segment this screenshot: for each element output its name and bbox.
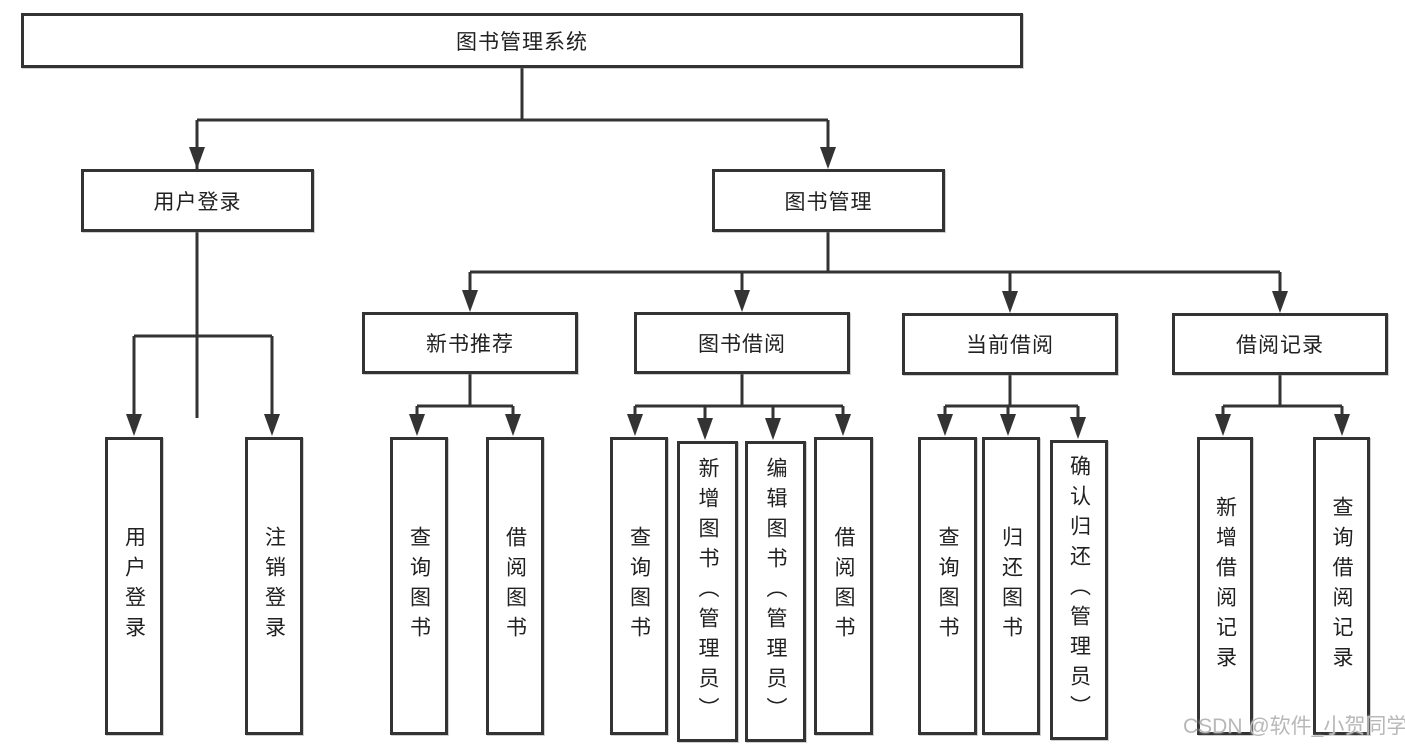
- node-label: 确认归还（管理员）: [1067, 455, 1091, 725]
- node-label: 借阅记录: [1236, 334, 1324, 357]
- connector-new-book-to-leaves: [409, 374, 521, 436]
- node-label: 图书管理: [784, 190, 873, 214]
- connector-book-borrow-to-leaves: [627, 374, 851, 440]
- node-label: 查询图书: [407, 526, 431, 646]
- leaf-add-book-admin: 新增图书（管理员）: [677, 441, 738, 742]
- node-label: 借阅图书: [503, 526, 527, 646]
- node-current-borrow: 当前借阅: [902, 313, 1118, 375]
- leaf-query-books-borrow: 查询图书: [610, 437, 668, 735]
- node-label: 查询图书: [936, 526, 959, 646]
- csdn-watermark: CSDN @软件_小贺同学: [1183, 715, 1405, 738]
- node-library-system: 图书管理系统: [21, 13, 1023, 68]
- node-label: 当前借阅: [966, 334, 1054, 357]
- node-label: 查询图书: [627, 526, 651, 646]
- connector-book-management-to-level3: [462, 232, 1288, 313]
- leaf-add-borrow-record: 新增借阅记录: [1197, 437, 1253, 735]
- leaf-query-books-current: 查询图书: [918, 437, 977, 735]
- connector-root-to-level2: [189, 68, 836, 418]
- node-label: 新增借阅记录: [1213, 496, 1237, 676]
- leaf-query-books-recommend: 查询图书: [390, 437, 448, 735]
- node-label: 借阅图书: [832, 526, 855, 646]
- node-book-management: 图书管理: [712, 169, 945, 232]
- node-book-borrow: 图书借阅: [634, 312, 850, 374]
- node-borrow-records: 借阅记录: [1172, 313, 1388, 375]
- leaf-borrow-books: 借阅图书: [814, 437, 873, 735]
- node-label: 用户登录: [153, 190, 242, 214]
- leaf-logout: 注销登录: [245, 437, 303, 735]
- node-label: 归还图书: [999, 526, 1023, 646]
- node-label: 用户登录: [122, 526, 146, 646]
- node-label: 注销登录: [262, 526, 286, 646]
- leaf-user-login: 用户登录: [105, 437, 163, 735]
- node-label: 编辑图书（管理员）: [764, 456, 787, 727]
- leaf-confirm-return-admin: 确认归还（管理员）: [1050, 440, 1108, 740]
- node-user-login: 用户登录: [81, 169, 314, 232]
- node-new-book-recommend: 新书推荐: [362, 312, 578, 374]
- node-label: 图书管理系统: [456, 30, 588, 54]
- connector-user-login-to-leaves: [126, 232, 280, 436]
- leaf-return-book: 归还图书: [982, 437, 1040, 735]
- connector-borrow-records-to-leaves: [1215, 375, 1350, 436]
- connector-current-borrow-to-leaves: [937, 375, 1086, 439]
- node-label: 图书借阅: [698, 333, 786, 356]
- node-label: 查询借阅记录: [1330, 496, 1353, 676]
- leaf-borrow-books-recommend: 借阅图书: [486, 437, 544, 735]
- leaf-query-borrow-record: 查询借阅记录: [1313, 437, 1370, 735]
- leaf-edit-book-admin: 编辑图书（管理员）: [745, 441, 806, 742]
- node-label: 新增图书（管理员）: [696, 456, 719, 727]
- node-label: 新书推荐: [426, 333, 514, 356]
